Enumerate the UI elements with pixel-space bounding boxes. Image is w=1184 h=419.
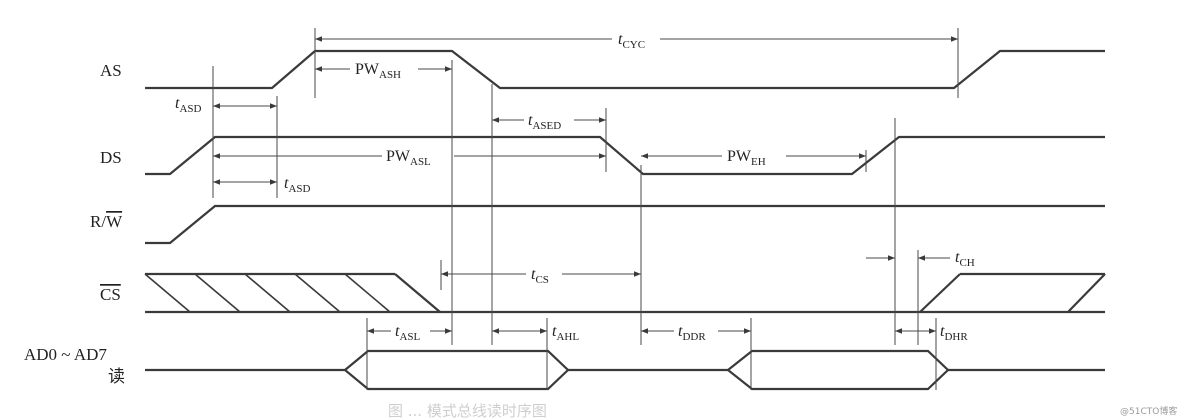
ad-waveform [145, 349, 1105, 391]
rw-label-bar: W [106, 212, 123, 231]
watermark: @51CTO博客 [1120, 405, 1177, 417]
pweh-label: PWEH [727, 148, 766, 168]
tcs-label: tCS [531, 266, 549, 286]
svg-text:R/W: R/W [90, 212, 123, 231]
figure-caption: 图 ... 模式总线读时序图 [388, 402, 547, 419]
tcyc-label: tCYC [618, 31, 645, 51]
rw-label: R/W [90, 212, 123, 231]
pwash-label: PWASH [355, 61, 401, 81]
as-waveform [145, 49, 1105, 90]
ds-label: DS [100, 148, 122, 167]
tdhr-label: tDHR [940, 323, 968, 343]
tddr-label: tDDR [678, 323, 706, 343]
rw-waveform [145, 204, 1105, 245]
cs-hatch [144, 273, 391, 313]
reference-lines [212, 28, 959, 390]
tasl-label: tASL [395, 323, 421, 343]
tasd1-label: tASD [175, 95, 202, 115]
ad-read-label: 读 [108, 367, 125, 386]
pwasl-label: PWASL [386, 148, 431, 168]
ds-waveform [145, 135, 1105, 176]
rw-label-prefix: R/ [90, 212, 106, 231]
tased-label: tASED [528, 112, 561, 132]
as-label: AS [100, 61, 122, 80]
ad-label: AD0 ~ AD7 [24, 345, 107, 364]
cs-label: CS [100, 285, 121, 304]
cs-waveform [145, 272, 1106, 314]
tch-label: tCH [955, 249, 975, 269]
tasd2-label: tASD [284, 175, 311, 195]
tahl-label: tAHL [552, 323, 579, 343]
